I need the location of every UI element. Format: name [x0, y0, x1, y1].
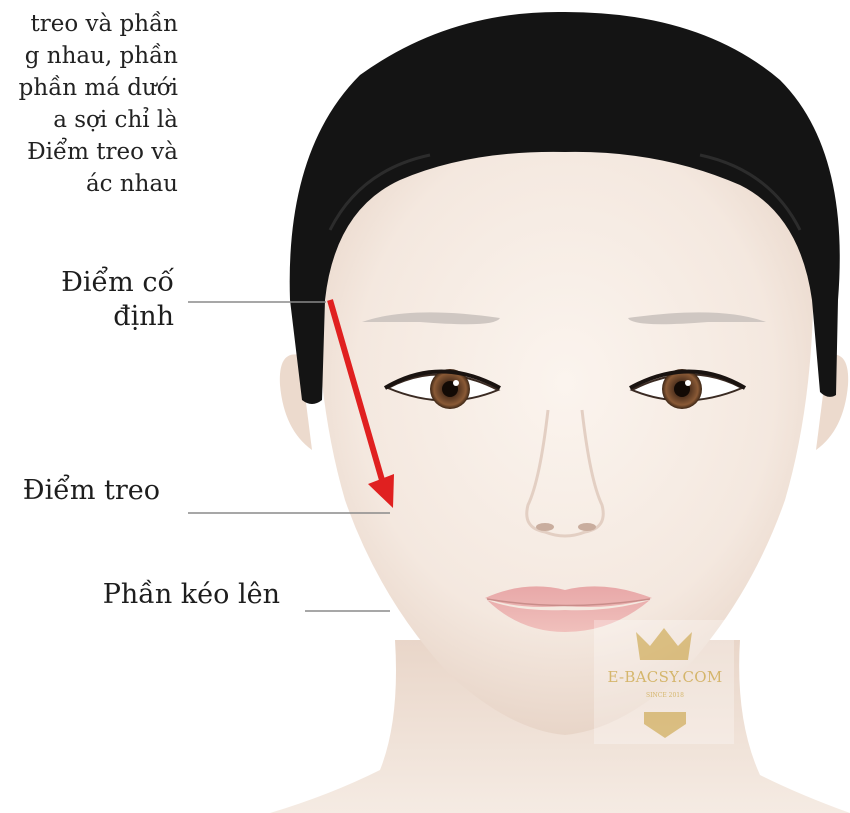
watermark-since: SINCE 2018 [598, 692, 732, 699]
watermark-brand: E-BACSY.COM [598, 668, 732, 686]
